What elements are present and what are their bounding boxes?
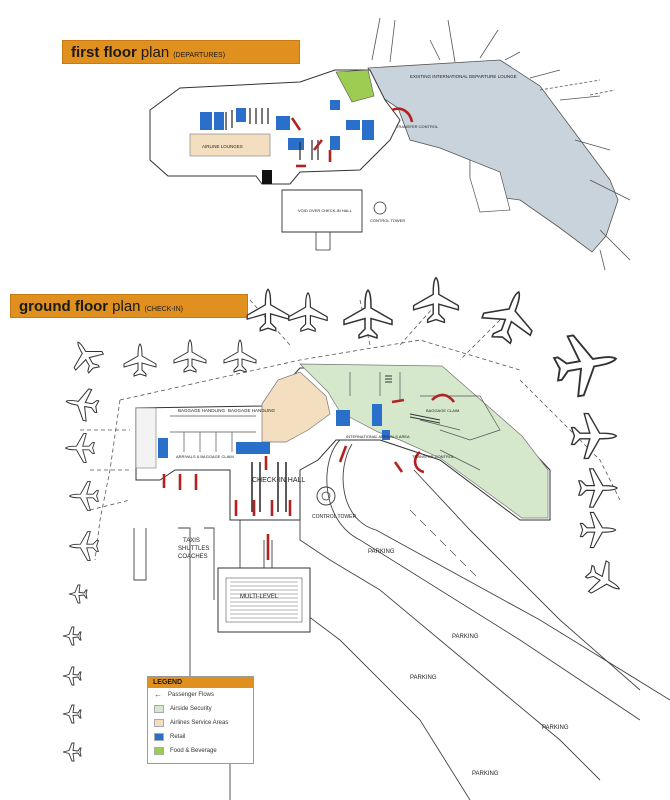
first-floor-piers xyxy=(371,17,631,271)
first-floor-transfer-label: TRANSFER CONTROL xyxy=(396,124,439,129)
parking-label-4: PARKING xyxy=(542,725,569,731)
multi-level-car-park xyxy=(217,567,311,633)
legend-title: LEGEND xyxy=(148,677,253,688)
ground-floor-plan: BAGGAGE HANDLING BAGGAGE HANDLING ARRIVA… xyxy=(62,276,670,800)
taxis-label: TAXIS xyxy=(183,538,200,544)
ground-floor-internal-walls xyxy=(170,372,501,471)
parking-label-5: PARKING xyxy=(472,771,499,777)
ground-floor-stairs xyxy=(385,375,441,424)
baggage-handling-label-2: BAGGAGE HANDLING xyxy=(228,408,276,413)
first-floor-title-sub: (DEPARTURES) xyxy=(173,52,226,59)
legend-item-passenger-flows: ← Passenger Flows xyxy=(148,688,253,702)
multi-level-label: MULTI-LEVEL xyxy=(240,594,279,600)
legend-item-food-beverage: Food & Beverage xyxy=(148,744,253,758)
airside-security-swatch xyxy=(154,705,164,713)
international-arrivals-label: INTERNATIONAL ARRIVALS AREA xyxy=(346,434,410,439)
first-floor-passenger-flows xyxy=(290,107,414,168)
airline-service-swatch xyxy=(154,719,164,727)
legend-label: Airlines Service Areas xyxy=(170,720,229,726)
parking-label-3: PARKING xyxy=(410,675,437,681)
ground-floor-retail xyxy=(158,404,390,458)
first-floor-seating xyxy=(225,108,319,160)
ground-floor-passenger-flows xyxy=(162,393,456,560)
legend-item-airside-security: Airside Security xyxy=(148,702,253,716)
first-floor-food-beverage xyxy=(335,69,375,103)
baggage-handling-label-1: BAGGAGE HANDLING xyxy=(178,408,226,413)
control-tower-label: CONTROL TOWER xyxy=(312,514,356,520)
shuttles-label: SHUTTLES xyxy=(178,546,209,552)
first-floor-title-bold: first floor xyxy=(71,44,137,61)
coaches-label: COACHES xyxy=(178,554,208,560)
legend-label: Retail xyxy=(170,734,186,740)
baggage-claim-label: BAGGAGE CLAIM xyxy=(426,408,459,413)
passenger-flow-arrow-icon: ← xyxy=(154,690,162,699)
ground-floor-title-sub: (CHECK-IN) xyxy=(144,306,184,313)
legend-label: Airside Security xyxy=(170,706,212,712)
first-floor-control-tower xyxy=(373,201,387,215)
check-in-hall-label: CHECK-IN HALL xyxy=(252,477,305,484)
legend-label: Food & Beverage xyxy=(170,748,217,754)
void-over-label: VOID OVER CHECK-IN HALL xyxy=(298,208,353,213)
parking-label-1: PARKING xyxy=(368,549,395,555)
ground-floor-title-word: plan xyxy=(112,298,141,315)
first-floor-title-word: plan xyxy=(140,44,170,61)
legend-item-airline-service: Airlines Service Areas xyxy=(148,716,253,730)
legend-label: Passenger Flows xyxy=(168,692,215,698)
airline-lounges-area xyxy=(189,133,271,157)
intl-lounge-label: EXISTING INTERNATIONAL DEPARTURE LOUNGE xyxy=(410,74,517,79)
void-over-check-in xyxy=(281,189,363,233)
legend-item-retail: Retail xyxy=(148,730,253,744)
food-beverage-swatch xyxy=(154,747,164,755)
check-in-desks xyxy=(251,462,287,512)
legend: LEGEND ← Passenger Flows Airside Securit… xyxy=(147,676,254,764)
airside-security-area xyxy=(299,363,549,519)
ground-transfer-control-label: TRANSFER CONTROL xyxy=(412,454,455,459)
ground-floor-title: ground floor plan (CHECK-IN) xyxy=(10,294,248,318)
first-floor-retail xyxy=(200,100,374,150)
parking-label-2: PARKING xyxy=(452,634,479,640)
retail-swatch xyxy=(154,733,164,741)
ground-floor-title-bold: ground floor xyxy=(19,298,109,315)
first-floor-title: first floor plan (DEPARTURES) xyxy=(62,40,300,64)
curb-ticks xyxy=(409,509,477,577)
first-floor-tower-label: CONTROL TOWER xyxy=(370,218,405,223)
airline-lounges-label: AIRLINE LOUNGES xyxy=(202,144,243,149)
arrivals-baggage-claim-label: ARRIVALS & BAGGAGE CLAIM xyxy=(176,454,234,459)
existing-lounge-area xyxy=(367,59,619,253)
first-floor-plan: EXISTING INTERNATIONAL DEPARTURE LOUNGE … xyxy=(149,17,631,271)
